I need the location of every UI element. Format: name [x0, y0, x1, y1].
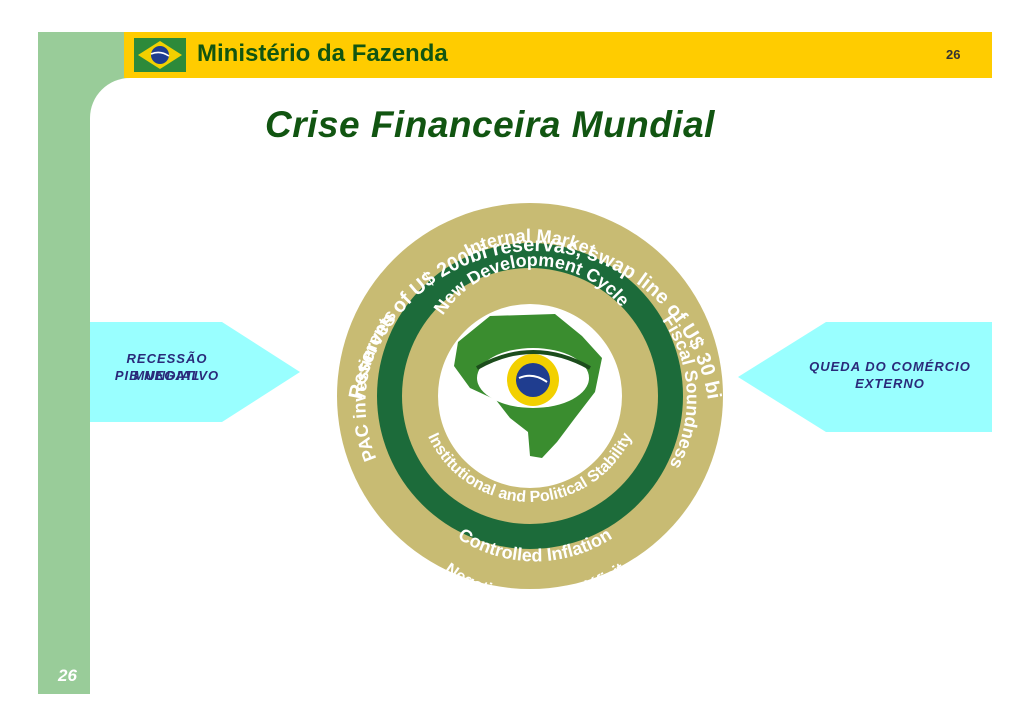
recession-line2: PIB NEGATIVO — [114, 368, 220, 383]
recession-callout: RECESSÃO MUNDIAL PIB NEGATIVO — [90, 322, 302, 422]
brazil-eye-illustration — [454, 314, 602, 458]
trade-line1: QUEDA DO COMÉRCIO — [809, 359, 971, 374]
slide-title: Crise Financeira Mundial — [265, 104, 715, 145]
callout-shape-right — [738, 322, 992, 432]
page-number-top: 26 — [946, 47, 961, 62]
left-green-stripe — [38, 32, 90, 694]
flag-globe — [151, 46, 169, 64]
trade-callout: QUEDA DO COMÉRCIO EXTERNO — [738, 322, 992, 432]
brazil-flag-logo — [134, 38, 186, 72]
header-bar — [124, 32, 992, 78]
callout-shape-left — [90, 322, 300, 422]
flag-band — [150, 51, 170, 57]
trade-line2: EXTERNO — [855, 376, 925, 391]
header-left-stripe — [90, 32, 124, 78]
page-number-bottom: 26 — [58, 666, 77, 685]
policy-circle-diagram: Reserves of U$ 200bi reservas, swap line… — [337, 203, 725, 596]
recession-line1: RECESSÃO MUNDIAL — [126, 351, 208, 383]
ministry-name: Ministério da Fazenda — [197, 40, 448, 67]
